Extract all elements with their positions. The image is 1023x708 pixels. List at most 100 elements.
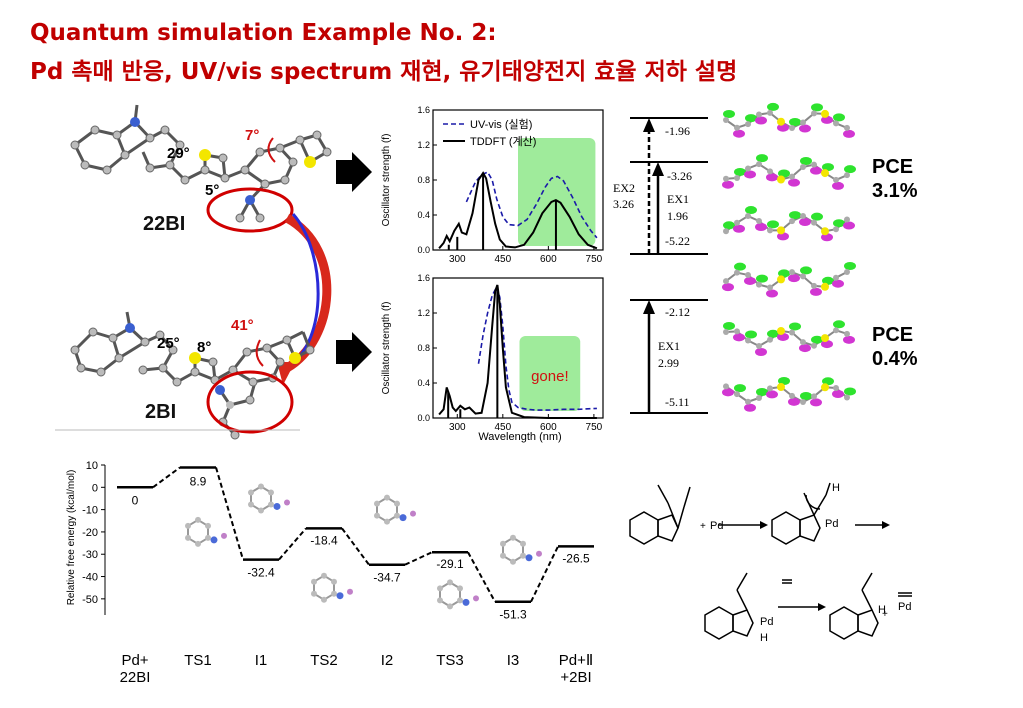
- levels-2bi: [630, 299, 708, 414]
- orbital-lobe-green: [745, 114, 757, 123]
- orbital-atom: [756, 161, 762, 168]
- orbital-atom: [745, 213, 751, 220]
- orbital-atom: [745, 271, 751, 278]
- structure-pd: [410, 510, 416, 517]
- x-tick-label: 750: [586, 422, 603, 433]
- orbital-lobe-magenta: [755, 223, 767, 232]
- structure-atom: [510, 534, 516, 541]
- y-tick-label: 1.6: [417, 273, 430, 283]
- y-tick-label: 0.8: [417, 175, 430, 185]
- ex1-bottom-value: 2.99: [658, 356, 679, 370]
- structure-atom: [331, 578, 337, 585]
- energy-category-label: +2BI: [560, 669, 591, 686]
- orbital-sulfur: [821, 383, 829, 392]
- structure-atom: [500, 540, 506, 547]
- orbital-lobe-green: [833, 320, 845, 329]
- gone-label: gone!: [531, 368, 569, 385]
- reaction-scheme: + Pd Pd H Pd H H + Pd: [629, 482, 912, 644]
- orbital-atom: [723, 328, 729, 335]
- energy-connector: [341, 527, 370, 566]
- structure-atom: [185, 522, 191, 529]
- spectra-xlabel: Wavelength (nm): [478, 431, 561, 443]
- orbital-atom: [844, 269, 850, 276]
- energy-ylabel: Relative free energy (kcal/mol): [66, 470, 77, 606]
- orbital-picture: [722, 262, 856, 298]
- orbital-lobe-green: [833, 113, 845, 122]
- orbital-atom: [723, 383, 729, 390]
- structure-atom: [447, 603, 453, 610]
- scheme-h-2: H: [760, 632, 768, 644]
- spectrum-ylabel: Oscillator strength (f): [381, 134, 392, 227]
- arrow-to-top-spectrum-icon: [336, 152, 372, 192]
- energy-category-label: I3: [507, 652, 520, 669]
- orbital-atom: [745, 398, 751, 405]
- orbital-atom: [811, 282, 817, 289]
- orbital-atom: [789, 329, 795, 336]
- energy-value-label: -51.3: [499, 608, 527, 622]
- energy-category-label: 22BI: [120, 669, 151, 686]
- intermediate-structure: [500, 534, 542, 565]
- y-tick-label: 1.2: [417, 140, 430, 150]
- orbital-sulfur: [777, 275, 785, 284]
- orbital-atom: [833, 176, 839, 183]
- orbital-atom: [833, 274, 839, 281]
- energy-connector: [152, 466, 181, 489]
- energy-y-tick-label: -30: [82, 549, 98, 561]
- green-highlight-box: [519, 336, 581, 411]
- y-tick-label: 1.2: [417, 308, 430, 318]
- x-tick-label: 600: [540, 422, 557, 433]
- level-top-2: -3.26: [667, 169, 692, 183]
- orbital-atom: [844, 172, 850, 179]
- energy-value-label: 0: [132, 493, 139, 507]
- orbital-atom: [844, 124, 850, 131]
- structure-atom: [457, 597, 463, 604]
- orbital-lobe-magenta: [755, 347, 767, 356]
- orbital-sulfur: [821, 282, 829, 291]
- energy-value-label: -34.7: [373, 571, 401, 585]
- orbital-lobe-magenta: [733, 224, 745, 233]
- orbital-atom: [789, 124, 795, 131]
- orbital-lobe-green: [723, 221, 735, 230]
- energy-value-label: 8.9: [190, 474, 207, 488]
- structure-atom: [437, 585, 443, 592]
- intermediate-structure: [185, 516, 227, 547]
- angle-22bi-1: 29°: [167, 145, 190, 162]
- orbital-lobe-magenta: [766, 390, 778, 399]
- orbital-atom: [800, 213, 806, 220]
- orbital-atom: [833, 120, 839, 127]
- orbital-atom: [756, 395, 762, 402]
- structure-atom: [205, 522, 211, 529]
- orbital-lobe-green: [734, 384, 746, 393]
- energy-y-tick-label: -40: [82, 572, 98, 584]
- orbital-atom: [767, 227, 773, 234]
- energy-y-tick-label: 10: [86, 460, 98, 472]
- orbital-atom: [800, 273, 806, 280]
- orbital-atom: [844, 394, 850, 401]
- energy-category-label: I1: [255, 652, 268, 669]
- orbital-lobe-magenta: [821, 340, 833, 349]
- orbital-lobe-magenta: [832, 279, 844, 288]
- structure-pd: [221, 532, 227, 539]
- orbital-atom: [800, 119, 806, 126]
- pce-22bi-value: 3.1%: [872, 180, 918, 202]
- scheme-h-1: H: [832, 482, 840, 494]
- orbital-lobe-green: [756, 154, 768, 163]
- level-bottom-2: -5.11: [665, 395, 690, 409]
- orbital-atom: [800, 398, 806, 405]
- energy-y-tick-label: -20: [82, 527, 98, 539]
- energy-connector: [467, 551, 496, 603]
- ex2-value: 3.26: [613, 197, 634, 211]
- orbital-lobe-magenta: [744, 170, 756, 179]
- structure-nitrogen: [462, 598, 470, 606]
- y-tick-label: 0.0: [417, 245, 430, 255]
- orbital-sulfur: [777, 326, 785, 335]
- orbital-lobe-green: [811, 103, 823, 112]
- angle-2bi-3: 41°: [231, 317, 254, 334]
- angle-2bi-1: 25°: [157, 335, 180, 352]
- energy-level-diagrams: -1.96 -3.26 -5.22 EX2 3.26 EX1 1.96 -2.1…: [613, 117, 708, 414]
- orbital-lobe-green: [844, 387, 856, 396]
- orbital-lobe-magenta: [799, 218, 811, 227]
- orbital-atom: [811, 219, 817, 226]
- scheme-pd-2: Pd: [825, 518, 838, 530]
